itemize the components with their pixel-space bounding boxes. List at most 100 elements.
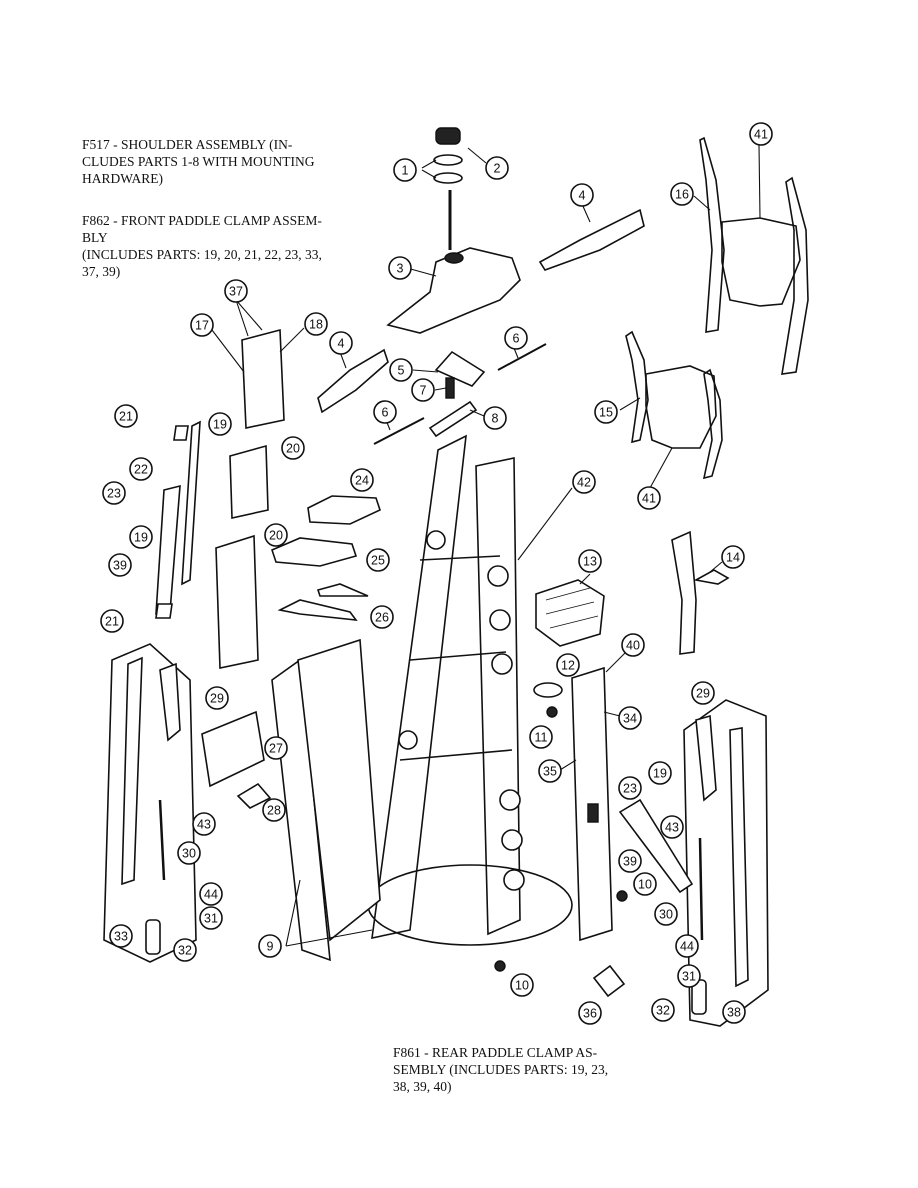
callout-23: 23 (618, 776, 642, 800)
parts-drawing (103, 127, 809, 1027)
callout-circle (538, 759, 562, 783)
callout-number: 23 (623, 782, 637, 796)
callout-39: 39 (618, 849, 642, 873)
callout-19: 19 (129, 525, 153, 549)
callout-number: 1 (402, 164, 409, 178)
callout-circle (389, 358, 413, 382)
callout-circle (264, 736, 288, 760)
callout-circle (722, 1000, 746, 1024)
callout-circle (594, 400, 618, 424)
callout-circle (572, 470, 596, 494)
callout-circle (370, 605, 394, 629)
callout-19: 19 (648, 761, 672, 785)
callout-number: 31 (204, 912, 218, 926)
callout-circle (114, 404, 138, 428)
callout-circle (350, 468, 374, 492)
callout-circle (637, 486, 661, 510)
callout-circle (556, 653, 580, 677)
callout-19: 19 (208, 412, 232, 436)
callout-circle (578, 1001, 602, 1025)
callout-number: 25 (371, 554, 385, 568)
callout-6: 6 (373, 400, 397, 424)
callout-33: 33 (109, 924, 133, 948)
part-caster (592, 964, 626, 998)
callout-3: 3 (388, 256, 412, 280)
part-paddle-frame-small (619, 330, 723, 489)
callout-circle (654, 902, 678, 926)
callout-31: 31 (199, 906, 223, 930)
callout-27: 27 (264, 736, 288, 760)
callout-number: 21 (119, 410, 133, 424)
callout-number: 29 (696, 687, 710, 701)
callout-14: 14 (721, 545, 745, 569)
callout-number: 32 (656, 1004, 670, 1018)
callout-32: 32 (651, 998, 675, 1022)
callout-circle (393, 158, 417, 182)
callout-number: 6 (382, 406, 389, 420)
callout-number: 29 (210, 692, 224, 706)
callout-number: 38 (727, 1006, 741, 1020)
callout-9: 9 (258, 934, 282, 958)
callout-circle (129, 457, 153, 481)
callout-circle (621, 633, 645, 657)
part-rear-plate (559, 649, 629, 942)
callout-34: 34 (618, 706, 642, 730)
callout-18: 18 (304, 312, 328, 336)
callout-number: 23 (107, 487, 121, 501)
callout-number: 18 (309, 318, 323, 332)
callout-circle (199, 906, 223, 930)
rear-paddle-clamp-note: F861 - REAR PADDLE CLAMP AS- SEMBLY (INC… (393, 1045, 609, 1094)
callout-number: 13 (583, 555, 597, 569)
part-rear-clamp (618, 798, 694, 894)
callout-number: 32 (178, 944, 192, 958)
callout-number: 3 (397, 262, 404, 276)
callout-number: 39 (623, 855, 637, 869)
callout-number: 31 (682, 970, 696, 984)
callout-circle (129, 525, 153, 549)
callout-circle (373, 400, 397, 424)
callout-number: 10 (515, 979, 529, 993)
callout-44: 44 (675, 934, 699, 958)
callout-36: 36 (578, 1001, 602, 1025)
callout-40: 40 (621, 633, 645, 657)
callout-circle (618, 849, 642, 873)
callout-circle (675, 934, 699, 958)
callout-circle (205, 686, 229, 710)
callout-circle (388, 256, 412, 280)
callout-circle (651, 998, 675, 1022)
callout-circle (258, 934, 282, 958)
callout-1: 1 (393, 158, 417, 182)
callout-circle (264, 523, 288, 547)
callout-number: 43 (665, 821, 679, 835)
callout-circle (199, 882, 223, 906)
callout-30: 30 (654, 902, 678, 926)
callout-number: 44 (204, 888, 218, 902)
callout-number: 7 (420, 384, 427, 398)
callout-35: 35 (538, 759, 562, 783)
callout-circle (504, 326, 528, 350)
callout-circle (648, 761, 672, 785)
callout-circle (304, 312, 328, 336)
callout-37: 37 (224, 279, 248, 303)
callout-41: 41 (749, 122, 773, 146)
part-paddle-frame-large (693, 136, 809, 375)
callout-26: 26 (370, 605, 394, 629)
callout-11: 11 (529, 725, 553, 749)
callout-number: 15 (599, 406, 613, 420)
callout-2: 2 (485, 156, 509, 180)
callout-number: 8 (492, 412, 499, 426)
callout-number: 11 (535, 731, 548, 745)
callout-circle (281, 436, 305, 460)
part-pad-lower (317, 348, 389, 414)
callout-number: 2 (494, 162, 501, 176)
callout-circle (366, 548, 390, 572)
callout-number: 4 (579, 189, 586, 203)
callout-number: 41 (754, 128, 768, 142)
callout-30: 30 (177, 841, 201, 865)
callout-number: 42 (577, 476, 591, 490)
callout-number: 41 (642, 492, 656, 506)
callout-28: 28 (262, 798, 286, 822)
callout-circle (411, 378, 435, 402)
front-paddle-clamp-note: F862 - FRONT PADDLE CLAMP ASSEM- BLY (IN… (82, 213, 322, 279)
